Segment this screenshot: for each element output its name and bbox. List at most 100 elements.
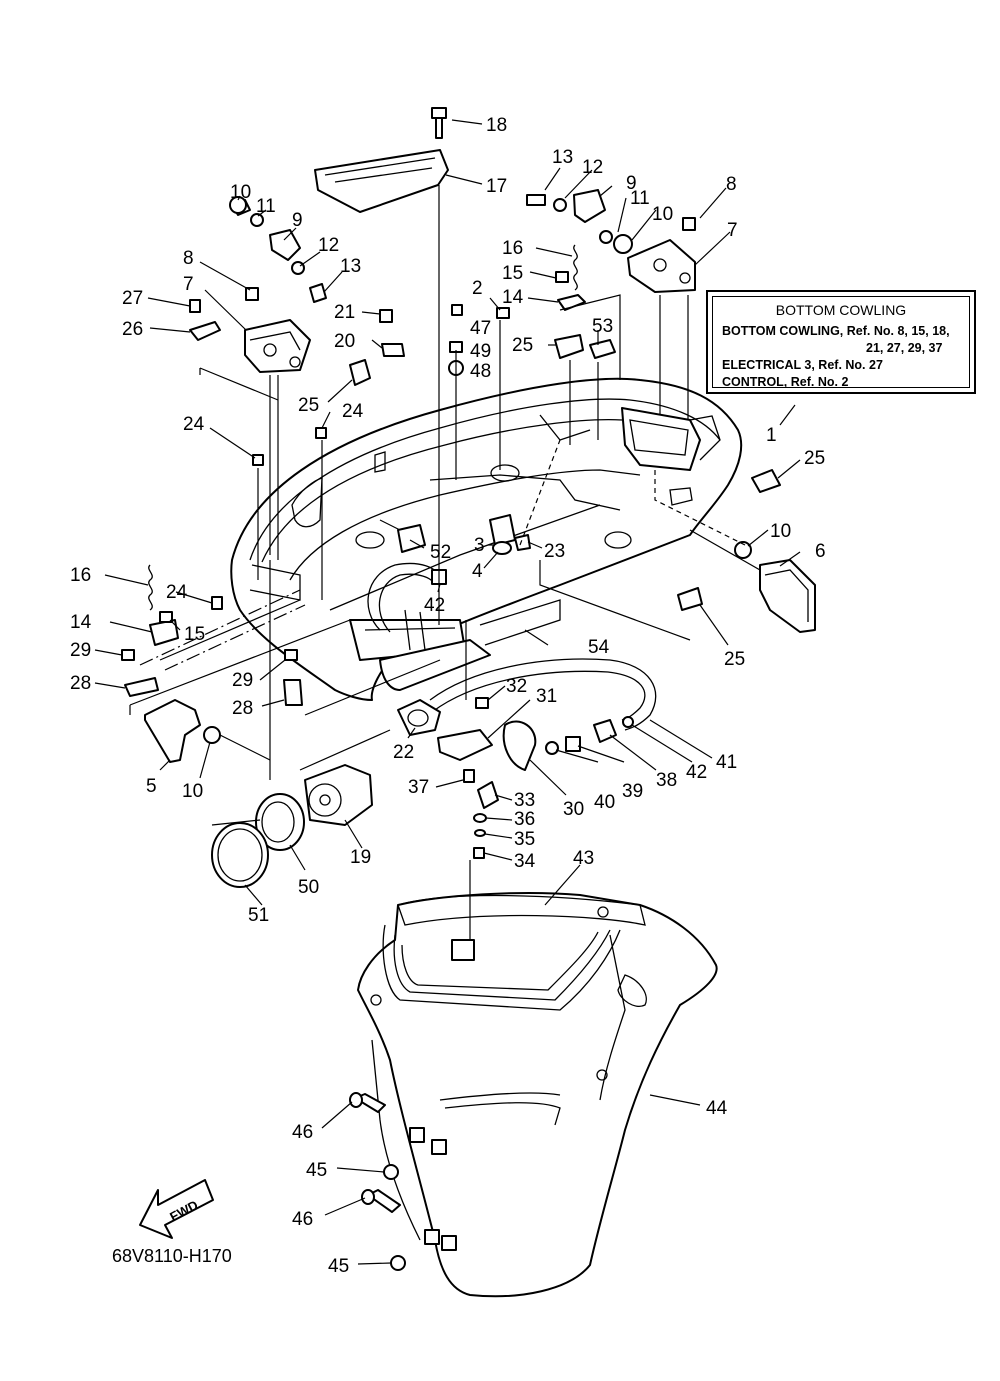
callout-label: 18 xyxy=(486,115,507,136)
callout-label: 21 xyxy=(334,302,355,323)
callout-label: 29 xyxy=(70,640,91,661)
legend-line: 21, 27, 29, 37 xyxy=(866,341,943,355)
callout-label: 40 xyxy=(594,792,615,813)
callout-label: 37 xyxy=(408,777,429,798)
legend-line: CONTROL, Ref. No. 2 xyxy=(722,375,849,389)
callout-label: 32 xyxy=(506,676,527,697)
reference-legend-box: BOTTOM COWLING BOTTOM COWLING, Ref. No. … xyxy=(706,290,976,394)
bracket-assembly-right xyxy=(526,189,696,293)
callout-label: 23 xyxy=(544,541,565,562)
callout-label: 10 xyxy=(230,182,251,203)
lower-pan-part xyxy=(357,892,718,1298)
legend-title: BOTTOM COWLING xyxy=(775,302,907,318)
legend-line: BOTTOM COWLING, Ref. No. 8, 15, 18, xyxy=(722,324,950,338)
bolts-nuts-parts xyxy=(349,1092,457,1271)
callout-label: 27 xyxy=(122,288,143,309)
callout-label: 11 xyxy=(256,196,276,217)
callout-label: 13 xyxy=(552,147,573,168)
callout-label: 19 xyxy=(350,847,371,868)
center-components xyxy=(397,514,531,555)
callout-label: 25 xyxy=(298,395,319,416)
callout-label: 35 xyxy=(514,829,535,850)
callout-label: 13 xyxy=(340,256,361,277)
callout-label: 15 xyxy=(184,624,205,645)
callout-label: 14 xyxy=(502,287,524,308)
callout-label: 43 xyxy=(573,848,594,869)
callout-label: 38 xyxy=(656,770,677,791)
connector-parts xyxy=(211,764,373,888)
callout-label: 39 xyxy=(622,781,643,802)
top-cover-part xyxy=(314,149,449,213)
leader-lines xyxy=(94,119,801,1265)
callout-label: 24 xyxy=(166,582,188,603)
callout-label: 7 xyxy=(183,274,194,295)
callout-label: 16 xyxy=(70,565,91,586)
callout-label: 20 xyxy=(334,331,355,352)
bolt-18-part xyxy=(431,107,447,139)
callout-label: 2 xyxy=(472,278,483,299)
callout-label: 46 xyxy=(292,1209,313,1230)
callout-label: 45 xyxy=(328,1256,349,1277)
callout-label: 29 xyxy=(232,670,253,691)
callout-label: 48 xyxy=(470,361,491,382)
callout-label: 25 xyxy=(804,448,825,469)
callout-label: 11 xyxy=(630,188,650,209)
callout-label: 31 xyxy=(536,686,557,707)
callout-label: 10 xyxy=(652,204,673,225)
callout-label: 51 xyxy=(248,905,269,926)
callout-label: 49 xyxy=(470,341,491,362)
figure-code: 68V8110-H170 xyxy=(112,1246,232,1266)
callout-label: 12 xyxy=(318,235,339,256)
callout-label: 42 xyxy=(424,595,445,616)
callout-label: 33 xyxy=(514,790,535,811)
callout-label: 42 xyxy=(686,762,707,783)
callout-label: 8 xyxy=(726,174,737,195)
callout-label: 24 xyxy=(342,401,364,422)
center-small-parts xyxy=(448,244,616,376)
bottom-cowling-part xyxy=(230,377,743,701)
callout-label: 26 xyxy=(122,319,143,340)
callout-label: 36 xyxy=(514,809,535,830)
callout-label: 17 xyxy=(486,176,507,197)
callout-label: 4 xyxy=(472,561,483,582)
callout-label: 15 xyxy=(502,263,523,284)
callout-label: 22 xyxy=(393,742,414,763)
callout-label: 25 xyxy=(512,335,533,356)
callout-label: 34 xyxy=(514,851,536,872)
right-side-parts xyxy=(677,469,816,633)
callout-labels: 18 17 13 12 9 8 10 11 7 16 15 14 2 47 49… xyxy=(70,115,826,1277)
callout-label: 14 xyxy=(70,612,92,633)
bracket-assembly-left xyxy=(189,196,405,466)
callout-label: 6 xyxy=(815,541,826,562)
callout-label: 47 xyxy=(470,318,491,339)
callout-label: 53 xyxy=(592,316,613,337)
callout-label: 16 xyxy=(502,238,523,259)
callout-label: 5 xyxy=(146,776,157,797)
callout-label: 28 xyxy=(232,698,253,719)
callout-label: 9 xyxy=(626,173,637,194)
callout-label: 46 xyxy=(292,1122,313,1143)
callout-label: 3 xyxy=(474,535,485,556)
callout-label: 9 xyxy=(292,210,303,231)
callout-label: 30 xyxy=(563,799,584,820)
harness-part xyxy=(367,562,447,633)
callout-label: 12 xyxy=(582,157,603,178)
callout-label: 54 xyxy=(588,637,610,658)
legend-line: ELECTRICAL 3, Ref. No. 27 xyxy=(722,358,883,372)
callout-label: 25 xyxy=(724,649,745,670)
callout-label: 41 xyxy=(716,752,737,773)
callout-label: 44 xyxy=(706,1098,728,1119)
callout-label: 50 xyxy=(298,877,319,898)
callout-label: 45 xyxy=(306,1160,327,1181)
left-lower-parts xyxy=(121,564,303,763)
lower-right-small-parts xyxy=(397,697,634,859)
callout-label: 28 xyxy=(70,673,91,694)
callout-label: 24 xyxy=(183,414,205,435)
callout-label: 8 xyxy=(183,248,194,269)
callout-label: 52 xyxy=(430,542,451,563)
callout-label: 1 xyxy=(766,425,777,446)
callout-label: 10 xyxy=(770,521,791,542)
hose-part xyxy=(429,658,657,731)
callout-label: 7 xyxy=(727,220,738,241)
